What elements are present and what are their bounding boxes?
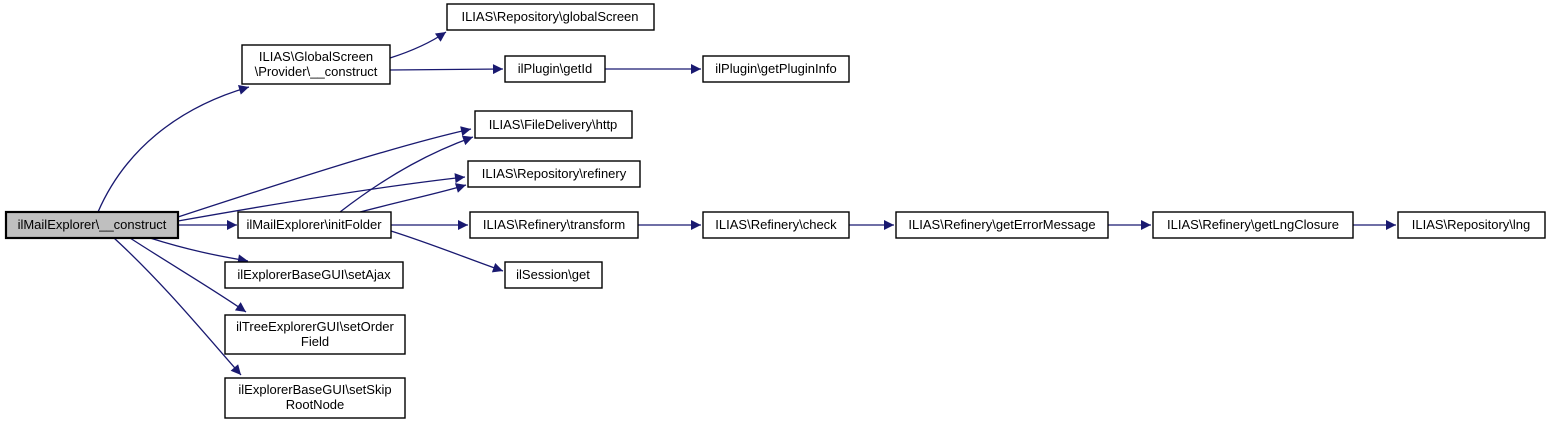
node-label[interactable]: ILIAS\Refinery\getErrorMessage (908, 217, 1095, 232)
edge-provider-to-getid (389, 64, 504, 75)
node-box[interactable] (702, 55, 850, 83)
node-refinery-transform[interactable]: ILIAS\Refinery\transform (469, 211, 639, 239)
edge-construct-to-setskiprootnode (113, 237, 242, 376)
node-label-line2[interactable]: RootNode (286, 397, 345, 412)
edge-construct-to-refinery (177, 173, 466, 222)
node-label-line1[interactable]: ILIAS\GlobalScreen (259, 49, 373, 64)
node-label-line1[interactable]: ilExplorerBaseGUI\setSkip (238, 382, 391, 397)
node-box[interactable] (504, 55, 606, 83)
edge-construct-to-setorderfield (129, 237, 247, 313)
edge-provider-to-globalscreen (389, 31, 447, 59)
node-label[interactable]: ILIAS\Repository\lng (1412, 217, 1531, 232)
edge-initfolder-to-refinery (359, 183, 467, 213)
node-box[interactable] (474, 110, 633, 139)
node-label-line1[interactable]: ilTreeExplorerGUI\setOrder (236, 319, 394, 334)
edge-initfolder-to-http (339, 135, 474, 213)
node-label-line2[interactable]: \Provider\__construct (255, 64, 378, 79)
node-box[interactable] (224, 377, 406, 419)
node-refinery-geterrormessage[interactable]: ILIAS\Refinery\getErrorMessage (895, 211, 1109, 239)
node-ilexplorerbasegui-setskiprootnode[interactable]: ilExplorerBaseGUI\setSkip RootNode (224, 377, 406, 419)
node-repository-lng[interactable]: ILIAS\Repository\lng (1397, 211, 1546, 239)
node-refinery-getlngclosure[interactable]: ILIAS\Refinery\getLngClosure (1152, 211, 1354, 239)
node-box[interactable] (237, 211, 392, 239)
node-label[interactable]: ILIAS\Refinery\check (715, 217, 837, 232)
node-box[interactable] (895, 211, 1109, 239)
node-label[interactable]: ilPlugin\getPluginInfo (715, 61, 836, 76)
node-label[interactable]: ILIAS\Repository\globalScreen (461, 9, 638, 24)
node-box[interactable] (224, 314, 406, 355)
edges (97, 31, 1396, 376)
node-label: ilMailExplorer\__construct (18, 217, 167, 232)
node-repository-globalscreen[interactable]: ILIAS\Repository\globalScreen (446, 3, 655, 31)
node-iltreeexplorergui-setorderfield[interactable]: ilTreeExplorerGUI\setOrder Field (224, 314, 406, 355)
node-label[interactable]: ilPlugin\getId (518, 61, 592, 76)
edge-initfolder-to-session-get (390, 230, 504, 273)
node-globalscreen-provider-construct[interactable]: ILIAS\GlobalScreen \Provider\__construct (241, 44, 391, 85)
node-ilmailexplorer-initfolder[interactable]: ilMailExplorer\initFolder (237, 211, 392, 239)
node-ilsession-get[interactable]: ilSession\get (504, 261, 603, 289)
node-box[interactable] (1152, 211, 1354, 239)
node-box[interactable] (702, 211, 850, 239)
node-box[interactable] (467, 160, 641, 188)
node-box[interactable] (241, 44, 391, 85)
edge-construct-to-provider-construct (97, 84, 250, 213)
node-ilplugin-getid[interactable]: ilPlugin\getId (504, 55, 606, 83)
node-label[interactable]: ilSession\get (516, 267, 590, 282)
node-label-line2[interactable]: Field (301, 334, 329, 349)
node-filedelivery-http[interactable]: ILIAS\FileDelivery\http (474, 110, 633, 139)
node-ilplugin-getplugininfo[interactable]: ilPlugin\getPluginInfo (702, 55, 850, 83)
edge-construct-to-setajax (149, 237, 249, 265)
node-ilexplorerbasegui-setajax[interactable]: ilExplorerBaseGUI\setAjax (224, 261, 404, 289)
node-box[interactable] (504, 261, 603, 289)
node-label[interactable]: ILIAS\FileDelivery\http (489, 117, 618, 132)
node-box (4, 210, 180, 240)
node-label[interactable]: ilMailExplorer\initFolder (246, 217, 382, 232)
node-label[interactable]: ilExplorerBaseGUI\setAjax (237, 267, 391, 282)
node-box[interactable] (446, 3, 655, 31)
node-label[interactable]: ILIAS\Refinery\getLngClosure (1167, 217, 1339, 232)
edge-construct-to-http (177, 126, 472, 218)
node-box[interactable] (1397, 211, 1546, 239)
node-label[interactable]: ILIAS\Repository\refinery (482, 166, 627, 181)
node-box[interactable] (224, 261, 404, 289)
node-box[interactable] (469, 211, 639, 239)
node-refinery-check[interactable]: ILIAS\Refinery\check (702, 211, 850, 239)
node-repository-refinery[interactable]: ILIAS\Repository\refinery (467, 160, 641, 188)
node-ilmailexplorer-construct: ilMailExplorer\__construct (4, 210, 180, 240)
node-label[interactable]: ILIAS\Refinery\transform (483, 217, 625, 232)
